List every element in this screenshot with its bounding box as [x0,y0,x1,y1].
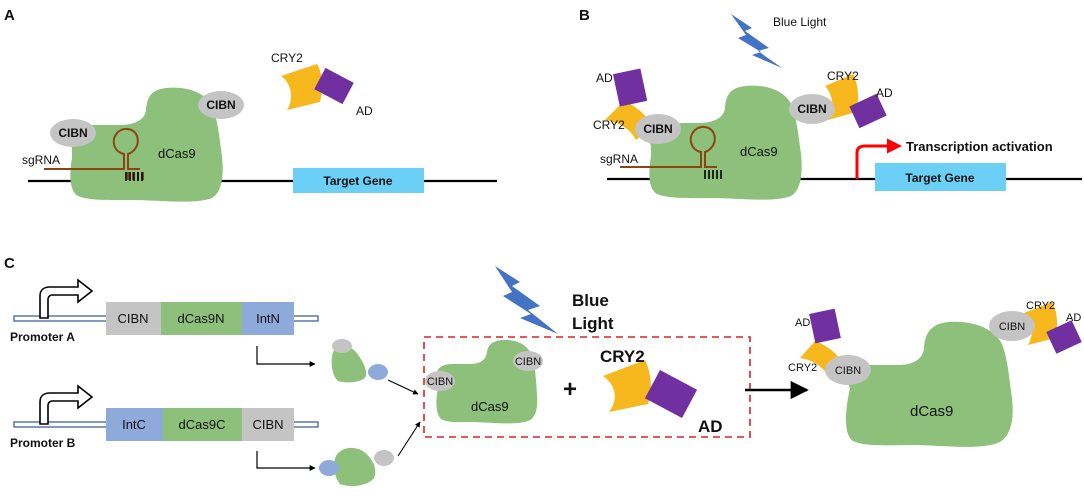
dcas9-label: dCas9 [158,146,196,161]
assembly-dashed-box [423,336,751,438]
cibn-label: CIBN [797,102,826,116]
assembly-arrow [387,379,419,395]
ad-domain [809,308,841,344]
sgrna-strand [620,125,717,168]
cibn-label: CIBN [427,376,453,388]
target-gene-box [293,168,424,193]
target-gene-box [875,163,1006,191]
cibn-domain [513,351,543,371]
panel-c: C Promoter A CIBN dCas9N IntN Promoter B… [4,255,1082,486]
ad-label: AD [596,71,613,85]
lightning-icon [731,14,782,68]
dcas9-label: dCas9 [910,403,953,420]
activation-arrow-icon [855,138,902,179]
ad-label: AD [698,417,723,436]
cibn-domain [198,91,244,119]
cibn-segment [106,302,161,335]
target-gene-label: Target Gene [905,171,974,185]
sgrna-label: sgRNA [22,153,60,167]
cibn-label: CIBN [835,365,861,377]
blue-light-label: Blue Light [773,15,827,29]
ad-domain [644,370,698,418]
segment-label: CIBN [252,417,283,432]
expression-arrow [256,451,316,471]
cry2-protein [281,64,323,110]
cry2-label: CRY2 [271,51,303,65]
assembly-arrow [397,421,421,457]
cibn-domain [789,94,835,124]
segment-label: dCas9C [179,417,226,432]
promoter-a-label: Promoter A [10,330,75,344]
panel-a: A CIBN CIBN sgRNA dCas9 Target Gene [4,7,497,202]
intc-segment [106,408,163,441]
dcas9n-fragment [331,339,388,383]
cibn-domain [425,371,455,391]
promoter-arrow-icon [39,278,94,319]
ad-label: AD [1066,312,1081,324]
panel-letter-c: C [4,255,15,272]
blue-light-label-line2: Light [572,314,614,333]
cibn-domain [989,311,1035,341]
dcas9-label: dCas9 [471,399,509,414]
dcas9-protein [649,85,802,200]
promoter-b-label: Promoter B [10,436,76,450]
lightning-icon [495,266,558,334]
construct-b: Promoter B IntC dCas9C CIBN [10,384,319,450]
intn-segment [242,302,294,335]
ad-label: AD [795,317,810,329]
transcription-activation-label: Transcription activation [906,139,1053,154]
cry2-label: CRY2 [788,362,817,374]
dcas9-protein [436,339,538,424]
expression-arrow [256,346,316,367]
cry2-label: CRY2 [600,347,645,366]
ad-label: AD [356,104,373,118]
ad-domain [612,68,648,107]
cibn-label: CIBN [515,356,541,368]
segment-label: CIBN [117,311,148,326]
construct-a: Promoter A CIBN dCas9N IntN [10,278,319,344]
dcas9-label: dCas9 [740,144,778,159]
segment-label: dCas9N [178,311,225,326]
promoter-arrow-icon [39,384,94,425]
cry2-protein [603,360,651,412]
cibn-segment [242,408,294,441]
ad-domain [314,67,354,105]
cibn-domain [635,114,681,144]
segment-label: IntN [256,311,280,326]
plus-sign: + [563,376,577,403]
cibn-domain [50,119,96,147]
cibn-label: CIBN [58,126,87,140]
segment-label: IntC [122,417,146,432]
panel-letter-b: B [579,7,590,24]
cry2-label: CRY2 [827,69,859,83]
base-pairing-lines [704,170,722,179]
dcas9n-segment [161,302,242,335]
panel-letter-a: A [4,7,15,24]
ad-domain [1046,320,1082,354]
dcas9-protein [845,321,1013,447]
cibn-label: CIBN [999,321,1025,333]
ad-domain [849,93,887,129]
target-gene-label: Target Gene [323,174,392,188]
blue-light-label-line1: Blue [572,291,609,310]
cry2-label: CRY2 [1026,300,1055,312]
sgrna-label: sgRNA [600,152,638,166]
ad-label: AD [876,86,893,100]
panel-b: B Blue Light CIBN CRY2 AD CIBN AD CRY2 [579,7,1082,200]
dcas9c-fragment [319,447,394,486]
base-pairing-lines [125,172,143,181]
dcas9c-segment [163,408,242,441]
cibn-domain [825,355,871,385]
cibn-label: CIBN [206,98,235,112]
dcas9-protein [70,87,223,202]
cry2-label: CRY2 [593,118,625,132]
cibn-label: CIBN [643,122,672,136]
